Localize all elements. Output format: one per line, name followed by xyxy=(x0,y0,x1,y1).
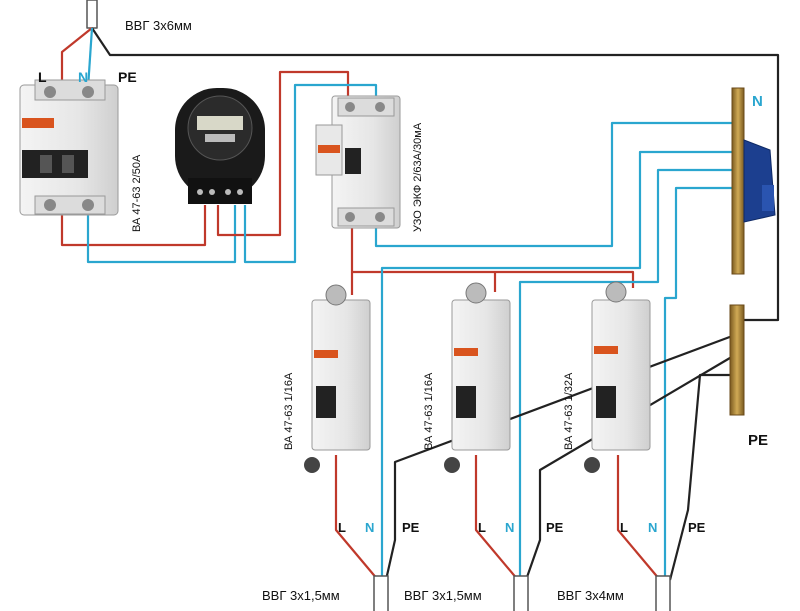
output-3-cable-label: ВВГ 3х4мм xyxy=(557,588,624,603)
wire-pe-out-3 xyxy=(668,373,735,581)
branch-breaker-3 xyxy=(584,281,651,473)
ground-bus-bar xyxy=(729,304,745,416)
wire-phase-out-2 xyxy=(474,455,519,581)
output-1-l-label: L xyxy=(338,520,346,535)
output-1-pe-label: PE xyxy=(402,520,420,535)
wire-neutral-rcd-bus xyxy=(374,121,735,248)
neutral-bus-bar xyxy=(731,87,776,275)
rcd-device xyxy=(315,95,401,229)
input-terminal-l: L xyxy=(38,69,47,85)
output-2-n-label: N xyxy=(505,520,514,535)
wire-phase-out-3 xyxy=(616,455,661,581)
wire-neutral-breaker-meter xyxy=(86,205,237,264)
input-terminal-pe: PE xyxy=(118,69,137,85)
wire-neutral-out-3 xyxy=(663,186,735,580)
rcd-label: УЗО ЭКФ 2/63А/30мА xyxy=(412,122,424,232)
output-cable-sheaths xyxy=(373,575,671,611)
branch-breaker-1 xyxy=(304,284,371,473)
output-3-pe-label: PE xyxy=(688,520,706,535)
wire-neutral-out-1 xyxy=(380,150,735,580)
branch-breaker-label-2: ВА 47-63 1/16А xyxy=(423,372,435,450)
ground-bus-label: PE xyxy=(748,432,768,449)
output-cable-sheath-2 xyxy=(513,575,529,611)
main-breaker xyxy=(19,79,119,216)
wire-pe-out-1 xyxy=(384,333,736,581)
wire-neutral-input xyxy=(86,27,94,89)
branch-breaker-label-1: ВА 47-63 1/16А xyxy=(283,372,295,450)
output-1-n-label: N xyxy=(365,520,374,535)
wire-neutral-out-2 xyxy=(518,168,735,580)
output-2-l-label: L xyxy=(478,520,486,535)
energy-meter xyxy=(175,88,265,204)
wire-phase-out-1 xyxy=(334,455,379,581)
input-cable-sheath xyxy=(86,0,98,29)
output-cable-sheath-1 xyxy=(373,575,389,611)
wire-neutral-meter-rcd xyxy=(243,83,378,264)
output-2-pe-label: PE xyxy=(546,520,564,535)
branch-breaker-label-3: ВА 47-63 1/32А xyxy=(563,372,575,450)
output-cable-sheath-3 xyxy=(655,575,671,611)
input-cable-label: ВВГ 3х6мм xyxy=(125,18,192,33)
input-terminal-n: N xyxy=(78,69,88,85)
wire-phase-breaker-meter xyxy=(60,205,207,247)
output-2-cable-label: ВВГ 3х1,5мм xyxy=(404,588,482,603)
branch-breaker-2 xyxy=(444,282,511,473)
wire-pe-main xyxy=(91,27,780,322)
wire-phase-meter-rcd xyxy=(216,70,350,237)
output-3-l-label: L xyxy=(620,520,628,535)
wire-phase-input xyxy=(60,27,93,88)
output-1-cable-label: ВВГ 3х1,5мм xyxy=(262,588,340,603)
wire-phase-rcd-branches xyxy=(350,228,635,288)
neutral-bus-label: N xyxy=(752,93,763,110)
main-breaker-label: ВА 47-63 2/50А xyxy=(131,154,143,232)
output-3-n-label: N xyxy=(648,520,657,535)
wires xyxy=(60,0,780,581)
